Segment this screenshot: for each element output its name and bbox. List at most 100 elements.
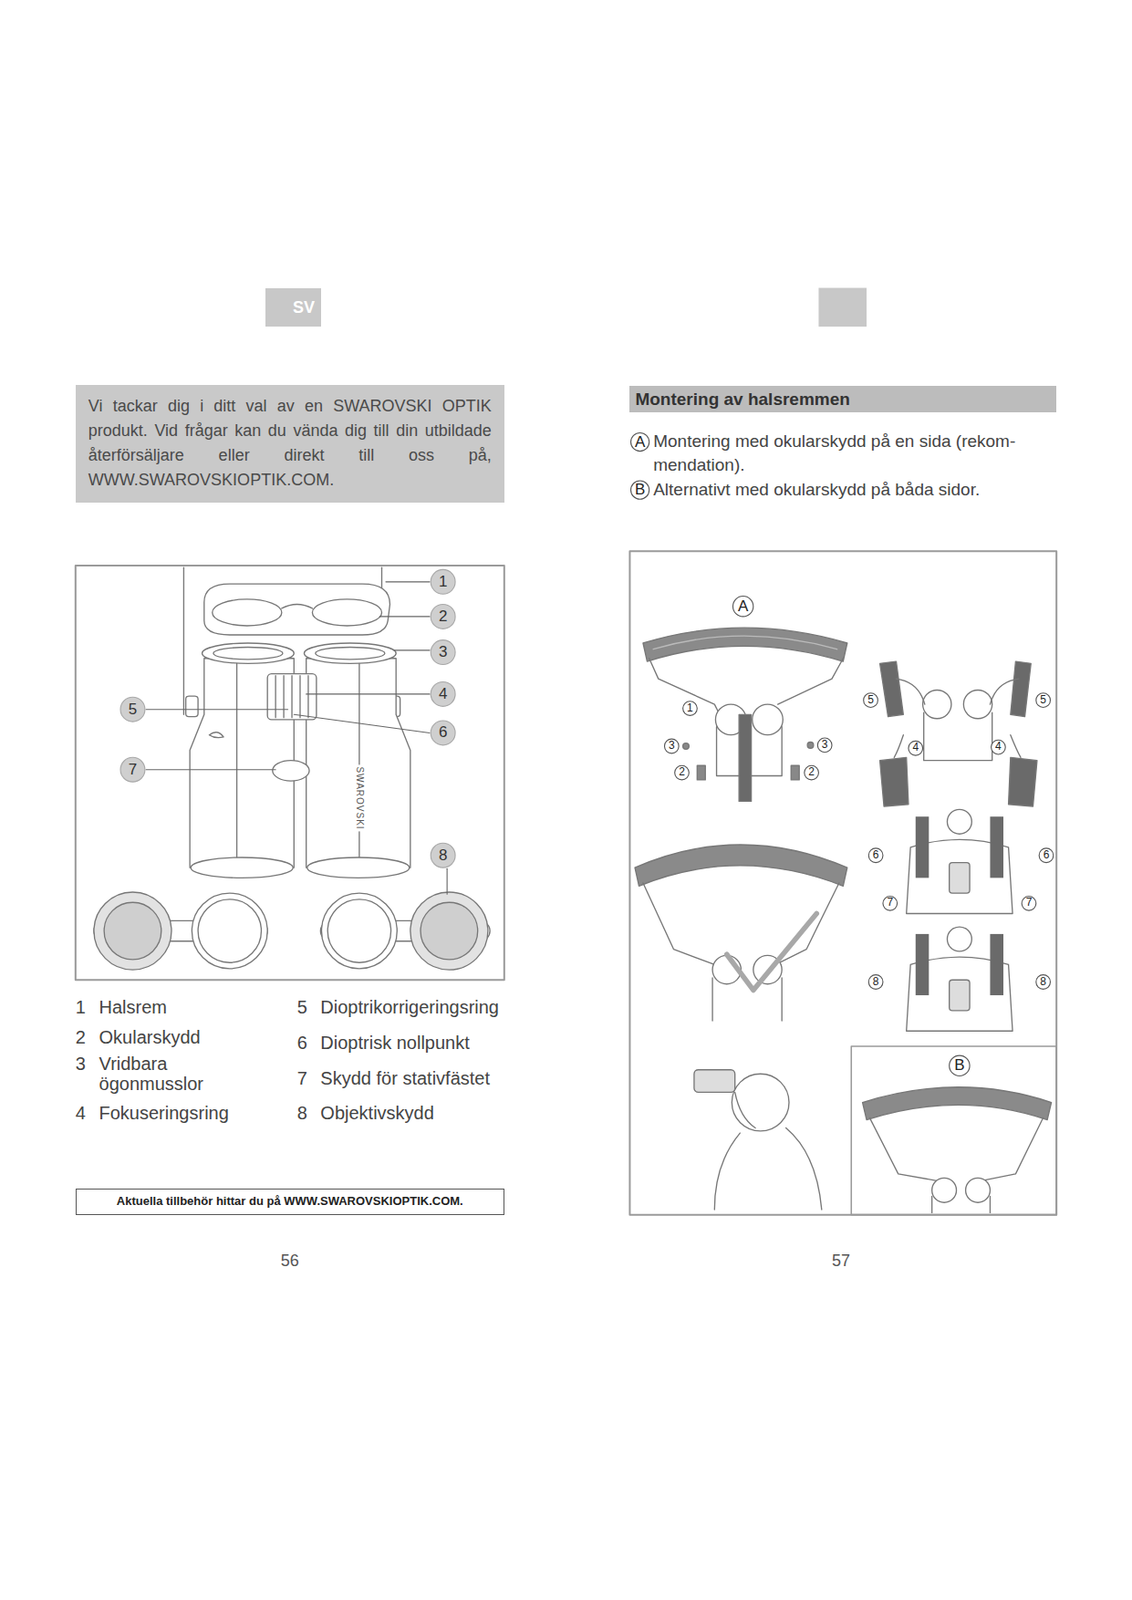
strap-drawing (880, 757, 909, 807)
legend-number: 2 (75, 1027, 86, 1048)
objective-cap (321, 893, 397, 969)
strap-drawing (778, 658, 844, 705)
callout-number: 3 (438, 643, 447, 662)
leader-line (379, 615, 430, 617)
legend-text: Dioptrisk nollpunkt (320, 1032, 469, 1053)
step-number: 2 (678, 767, 686, 779)
step-number: 6 (1043, 849, 1050, 862)
callout-circle (430, 682, 456, 707)
step-number: 4 (912, 742, 919, 755)
strap-drawing (634, 844, 848, 1021)
leader-line (293, 714, 430, 733)
legend-number: 5 (297, 996, 308, 1018)
step-number: 8 (1039, 976, 1047, 988)
binocular-drawing (306, 658, 411, 868)
person-drawing (989, 934, 1004, 996)
callout-number: 2 (438, 608, 447, 626)
legend-text: Dioptrikorrigeringsring (320, 996, 499, 1018)
legend-number: 7 (297, 1068, 308, 1089)
strap-drawing (683, 743, 690, 750)
page-number: 56 (280, 1252, 300, 1271)
legend-number: 8 (297, 1102, 308, 1123)
strap-drawing (1008, 757, 1038, 807)
legend-number: 4 (75, 1102, 86, 1123)
figure-frame (75, 550, 1057, 1215)
leader-line (385, 581, 430, 582)
page-tab-text: SV (292, 288, 319, 327)
step-number: 7 (886, 897, 894, 910)
step-number: 8 (872, 976, 880, 988)
step-circle (908, 740, 924, 756)
step-number: 7 (1026, 897, 1033, 910)
strap-drawing (895, 678, 1018, 705)
step-circle (1036, 693, 1051, 708)
strap-drawing (880, 661, 904, 717)
binocular-drawing (267, 674, 317, 720)
person-drawing (735, 1091, 756, 1128)
step-number: 3 (668, 739, 676, 752)
callout-number: 7 (128, 760, 137, 779)
legend-text: Objektivskydd (320, 1102, 435, 1123)
person-drawing (694, 1069, 822, 1210)
intro-box: Vi tackar dig i ditt val av en SWAROVSKI… (75, 384, 505, 503)
strap-drawing (862, 1087, 1052, 1121)
step-number: 3 (821, 738, 829, 751)
person-drawing (949, 862, 970, 894)
callout-circle (430, 842, 456, 868)
legend-text: Vridbara ögonmusslor (99, 1053, 214, 1094)
brand-text: SWAROVSKI (353, 764, 364, 831)
legend-text: Fokuseringsring (99, 1102, 229, 1123)
callout-number: 1 (438, 573, 447, 592)
step-circle (1021, 895, 1037, 911)
callout-circle (120, 757, 146, 782)
binocular-drawing (315, 646, 385, 659)
binocular-drawing (303, 643, 396, 664)
objective-cap (197, 899, 261, 963)
objective-cap (93, 892, 172, 970)
objective-cap (103, 902, 162, 960)
step-circle (804, 765, 820, 780)
legend-text: Skydd för stativfästet (320, 1068, 490, 1089)
leader-line (145, 768, 276, 770)
person-drawing (946, 926, 972, 952)
person-drawing (989, 816, 1004, 878)
page-tab (818, 288, 867, 328)
step-number: 4 (995, 741, 1002, 754)
strap-drawing (869, 1117, 1043, 1182)
step-circle (732, 596, 753, 617)
strap-drawing (880, 661, 1038, 807)
strap-drawing (862, 1087, 1052, 1214)
circle-letter: A (737, 597, 748, 615)
step-number: 2 (808, 767, 815, 779)
step-circle (868, 848, 883, 863)
intro-box-text: Vi tackar dig i ditt val av en SWAROVSKI… (88, 394, 492, 493)
circle-letter: A (634, 433, 645, 451)
strap-drawing (643, 627, 848, 801)
person-drawing (915, 816, 930, 878)
step-circle (1038, 848, 1054, 863)
leader-line (306, 693, 430, 695)
strap-drawing (932, 1195, 991, 1213)
objective-cap (410, 892, 489, 970)
leader-line (145, 581, 447, 894)
illustration (75, 288, 1057, 1216)
step-circle (631, 432, 650, 451)
strap-drawing (726, 913, 817, 991)
binocular-drawing (275, 675, 309, 718)
step-circle (631, 480, 650, 499)
binocular-drawing (183, 567, 410, 878)
binocular-drawing (186, 695, 198, 717)
section-heading: Montering av halsremmen (629, 385, 1057, 413)
callout-number: 6 (438, 724, 447, 742)
step-number: 5 (867, 694, 874, 707)
figure-frame (851, 1046, 1057, 1216)
strap-drawing (738, 714, 751, 801)
step-circle (949, 1055, 970, 1076)
page-tab (818, 288, 867, 328)
binocular-drawing (204, 583, 391, 635)
step-circle (882, 895, 898, 911)
legend-number: 6 (297, 1032, 308, 1053)
step-number: 1 (686, 702, 694, 715)
